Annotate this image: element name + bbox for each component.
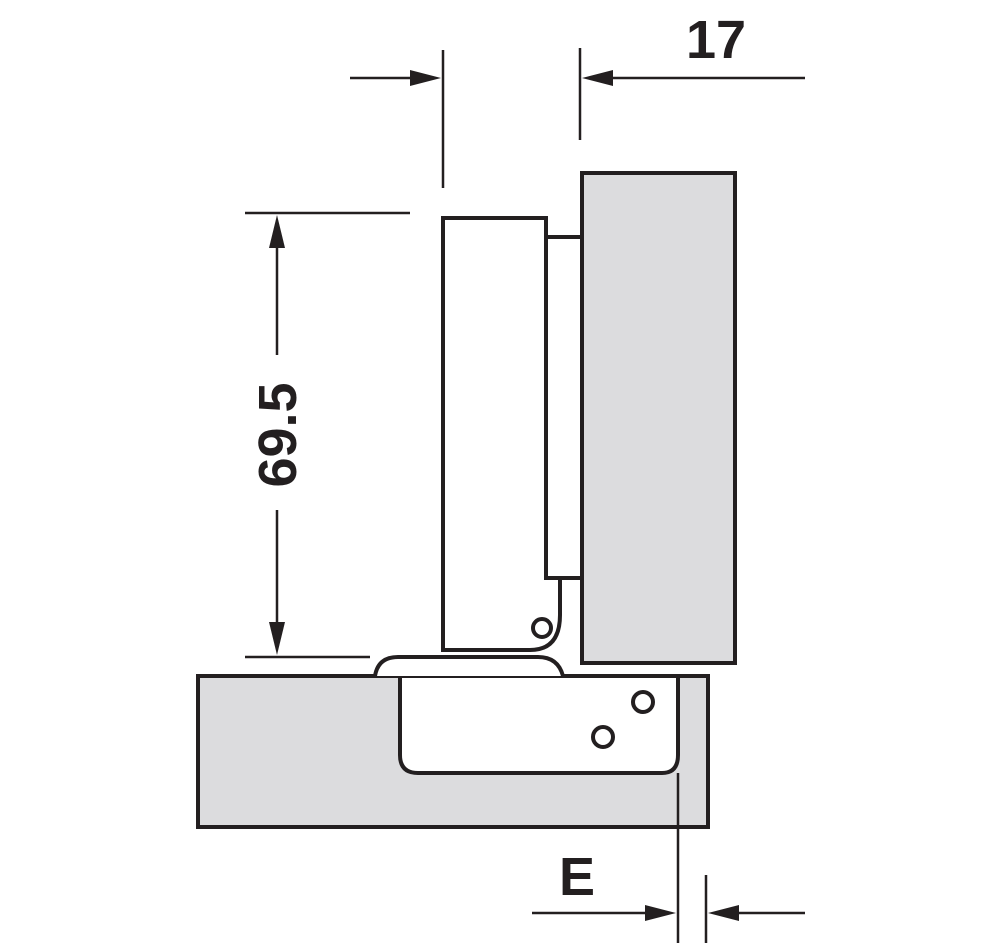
pivot-hole bbox=[531, 617, 553, 639]
arrow-icon bbox=[269, 215, 285, 248]
screw-hole bbox=[631, 690, 655, 714]
mounting-plate bbox=[373, 655, 565, 677]
hinge-arm bbox=[441, 216, 584, 652]
arrow-icon bbox=[410, 70, 441, 86]
dimension-69-5-label: 69.5 bbox=[248, 382, 308, 487]
screw-hole bbox=[591, 725, 615, 749]
arrow-icon bbox=[645, 905, 676, 921]
arrow-icon bbox=[269, 622, 285, 655]
dimension-17-label: 17 bbox=[686, 10, 746, 70]
dimension-e-label: E bbox=[559, 847, 595, 907]
arrow-icon bbox=[582, 70, 613, 86]
door-panel bbox=[580, 171, 737, 665]
arrow-icon bbox=[708, 905, 739, 921]
hinge-cup bbox=[398, 678, 680, 775]
